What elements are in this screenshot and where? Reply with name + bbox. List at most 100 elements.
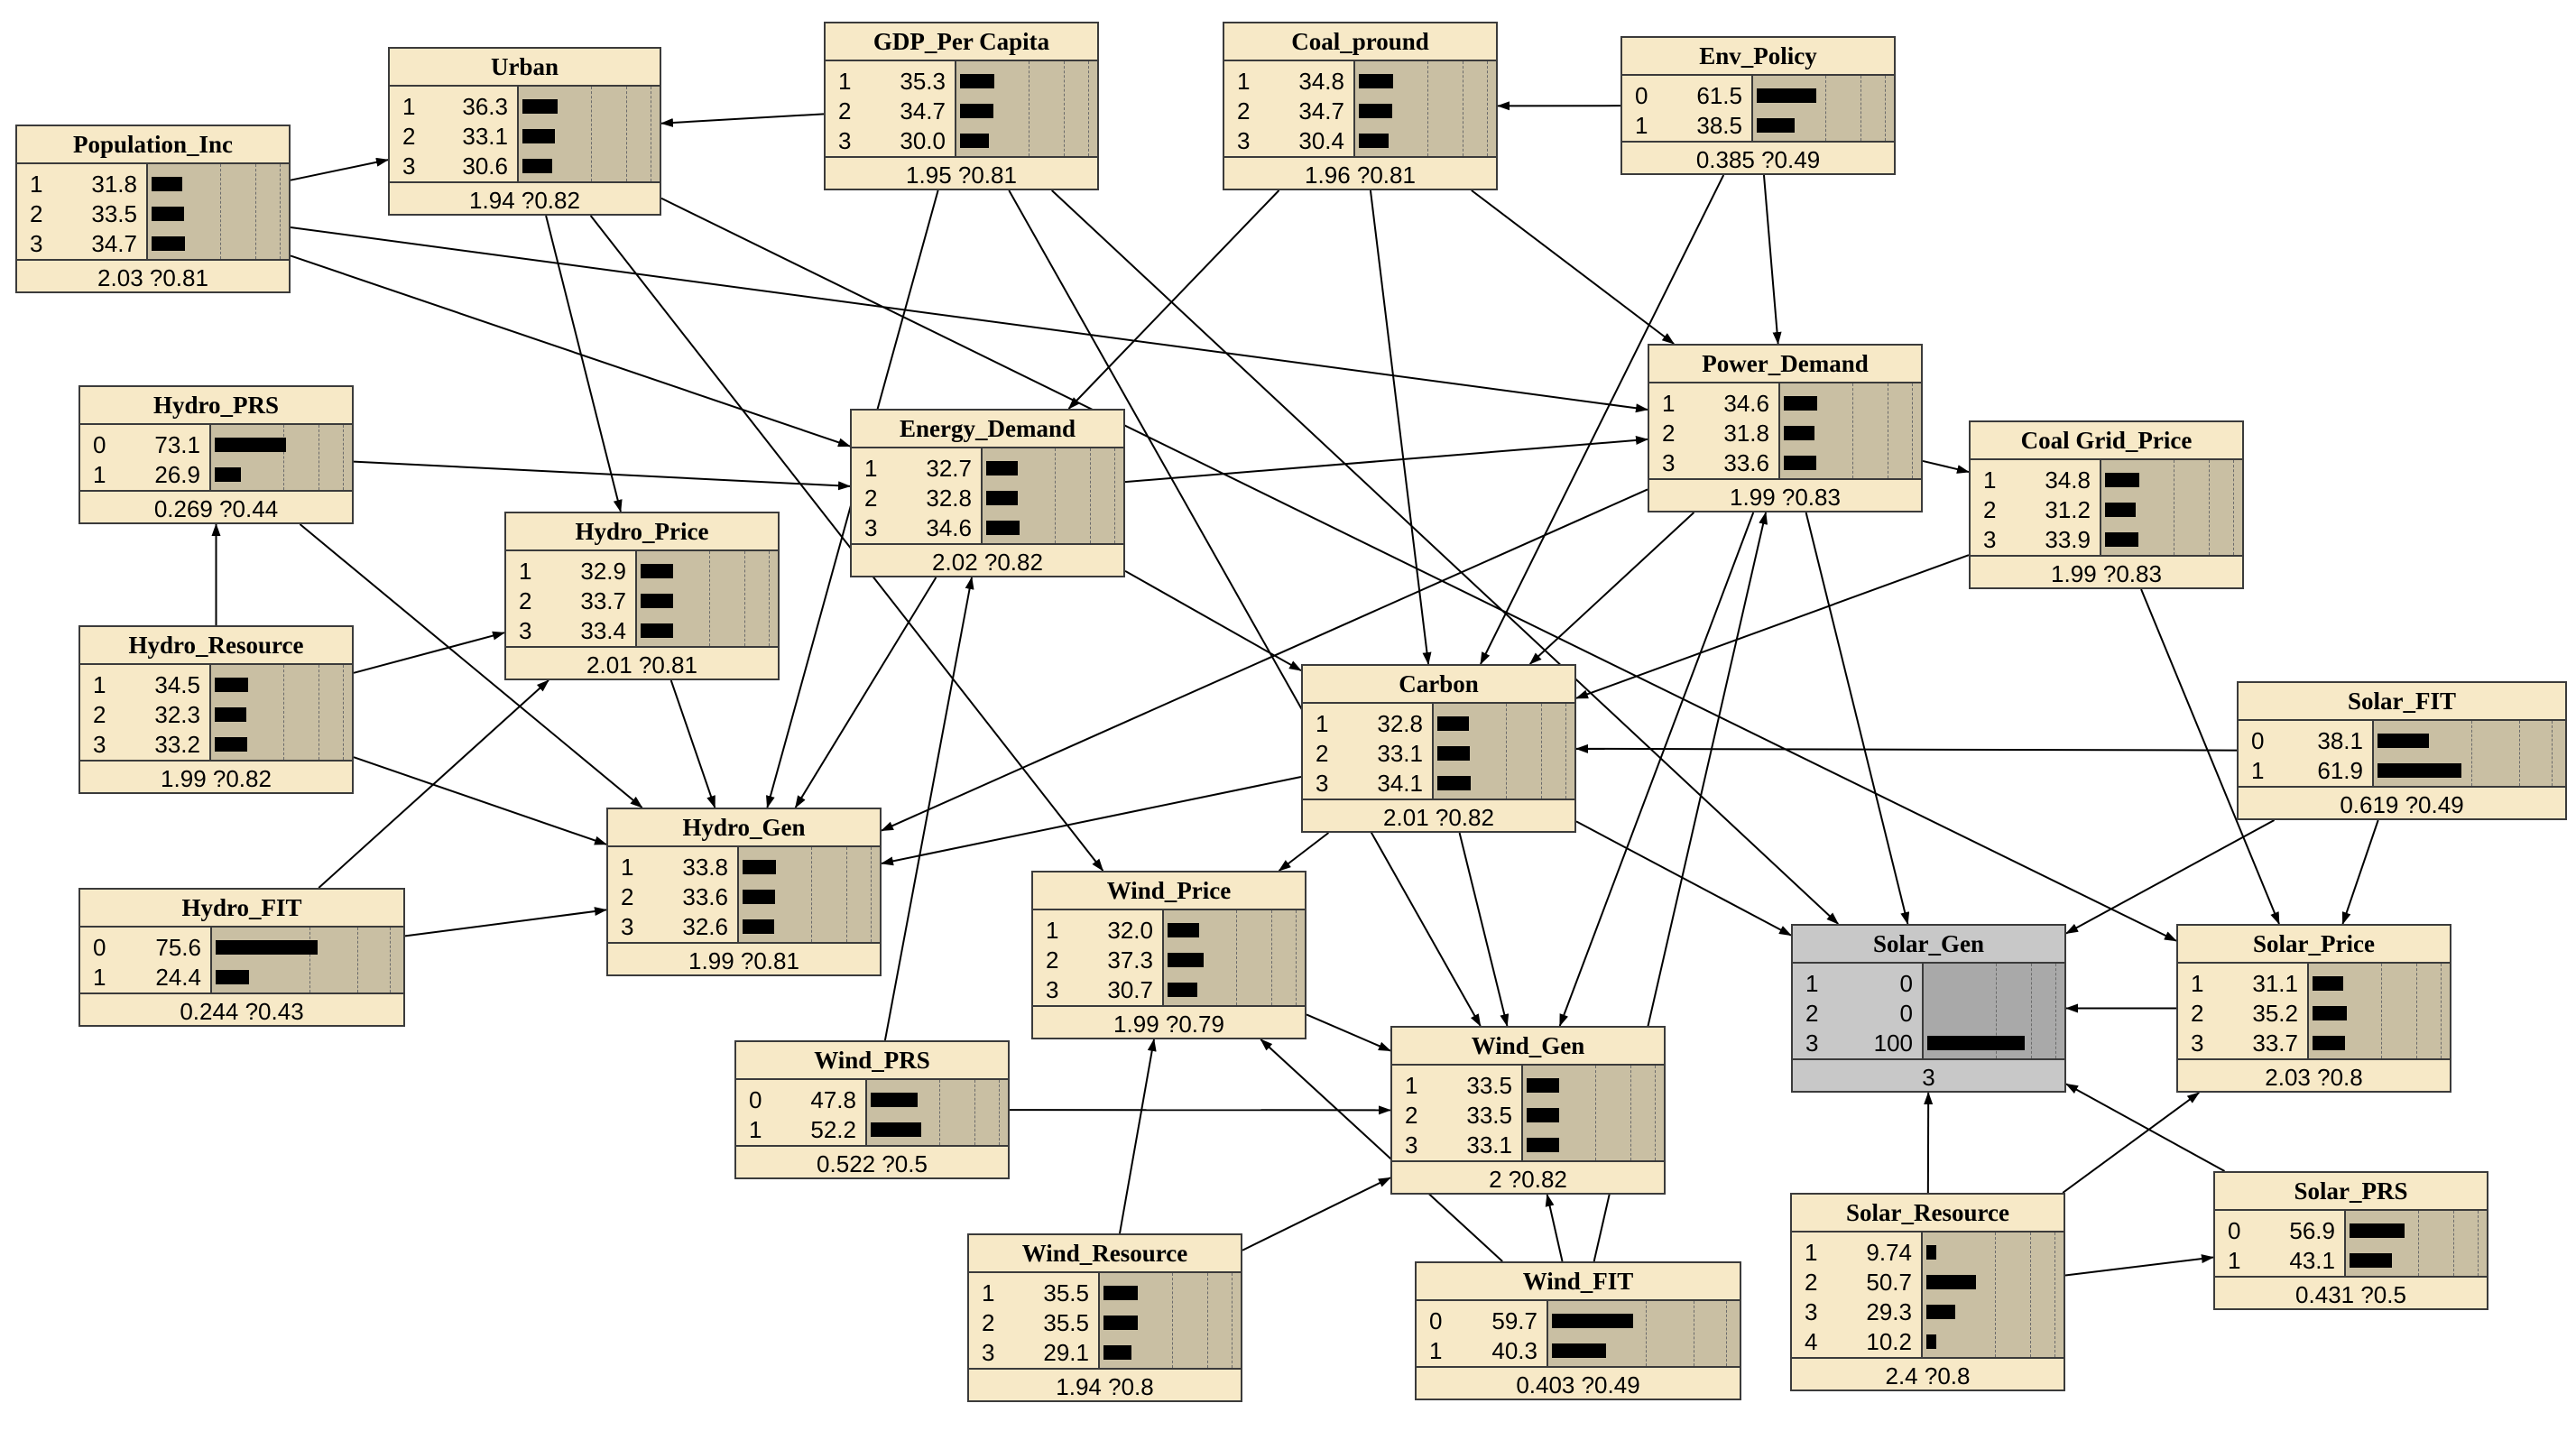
state-label: 2 <box>1805 1269 1818 1296</box>
state-probability: 32.3 <box>154 701 200 728</box>
bar-gridline <box>309 928 310 992</box>
probability-bar <box>1359 104 1393 118</box>
bar-gridline <box>939 1080 940 1145</box>
state-probability: 33.5 <box>91 200 137 227</box>
edge-coal-grid-price-to-carbon <box>1575 554 1970 699</box>
edge-energy-demand-to-hydro-gen <box>794 577 937 808</box>
state-label: 2 <box>1316 740 1329 767</box>
state-probability: 29.1 <box>1043 1339 1089 1366</box>
state-probability: 33.4 <box>580 617 626 644</box>
state-probability: 33.1 <box>1377 740 1423 767</box>
node-mean: 0.619 ?0.49 <box>2340 790 2464 818</box>
state-probability: 0 <box>1899 1000 1913 1027</box>
state-probability: 38.1 <box>2317 727 2363 754</box>
node-mean: 0.522 ?0.5 <box>817 1149 928 1177</box>
node-title: Hydro_Price <box>506 513 778 551</box>
state-label: 2 <box>982 1309 995 1336</box>
bar-gridline <box>1860 76 1861 141</box>
bar-area <box>1921 1233 2064 1357</box>
node-title: Solar_PRS <box>2215 1173 2487 1211</box>
state-probability: 29.3 <box>1866 1298 1912 1325</box>
state-label: 1 <box>30 171 43 198</box>
state-label: 2 <box>1983 496 1997 523</box>
state-label: 1 <box>93 671 106 698</box>
probability-bar <box>216 970 249 984</box>
edge-carbon-to-solar-gen <box>1575 820 1792 937</box>
bar-gridline <box>2416 964 2417 1058</box>
bar-gridline <box>2418 1211 2419 1276</box>
probability-bar <box>1527 1108 1560 1122</box>
edge-hydro-resource-to-hydro-price <box>353 631 505 674</box>
bar-gridline <box>2471 721 2472 786</box>
probability-bar <box>986 521 1020 535</box>
probability-bar <box>1168 983 1198 997</box>
bar-gridline <box>2232 460 2234 555</box>
node-mean: 0.244 ?0.43 <box>180 997 304 1025</box>
edge-wind-fit-to-wind-gen <box>1545 1194 1564 1262</box>
edge-wind-resource-to-wind-gen <box>1242 1177 1391 1251</box>
node-title: Hydro_FIT <box>80 890 403 928</box>
state-probability: 36.3 <box>462 93 508 120</box>
bar-gridline <box>1911 383 1913 478</box>
probability-bar <box>2313 1006 2348 1020</box>
node-title: Hydro_Resource <box>80 627 352 665</box>
bar-gridline <box>1295 910 1297 1005</box>
state-probability: 34.7 <box>1298 97 1344 125</box>
node-title: Coal Grid_Price <box>1971 422 2242 460</box>
state-label: 1 <box>1805 970 1819 997</box>
edge-hydro-prs-to-energy-demand <box>353 460 851 491</box>
node-title: Solar_Price <box>2178 926 2450 964</box>
state-probability: 33.8 <box>682 854 728 881</box>
probability-bar <box>743 919 775 934</box>
node-mean: 2.4 ?0.8 <box>1885 1362 1971 1389</box>
state-label: 3 <box>519 617 532 644</box>
state-label: 1 <box>402 93 416 120</box>
state-label: 2 <box>519 587 532 614</box>
edge-carbon-to-wind-price <box>1278 832 1330 872</box>
bar-gridline <box>2440 964 2442 1058</box>
bar-gridline <box>1646 1301 1647 1366</box>
probability-bar <box>1527 1078 1560 1093</box>
